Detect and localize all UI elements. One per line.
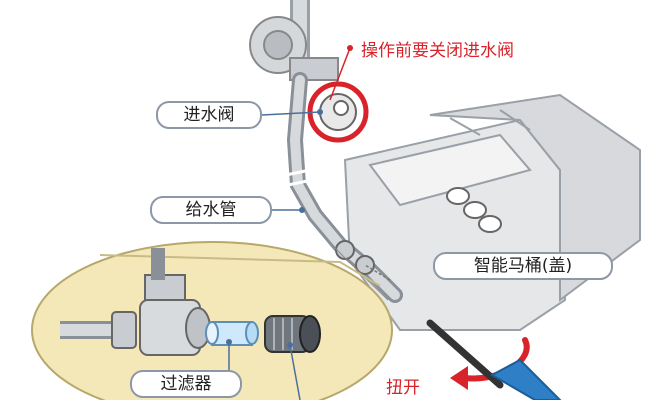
callout-pipe bbox=[60, 248, 211, 356]
filter-cap bbox=[264, 315, 321, 353]
filter-label: 过滤器 bbox=[130, 370, 242, 398]
leader-lines bbox=[226, 45, 353, 401]
unscrew-label: 扭开 bbox=[386, 378, 420, 398]
water-pipe-label: 给水管 bbox=[150, 196, 272, 224]
smart-toilet-label: 智能马桶(盖) bbox=[433, 252, 613, 280]
filter-icon bbox=[205, 321, 259, 346]
warning-label: 操作前要关闭进水阀 bbox=[361, 41, 514, 61]
wall-pipe bbox=[249, 0, 339, 81]
toilet-buttons bbox=[446, 187, 502, 233]
inlet-valve-label: 进水阀 bbox=[156, 101, 262, 129]
screwdriver-icon bbox=[426, 319, 563, 401]
